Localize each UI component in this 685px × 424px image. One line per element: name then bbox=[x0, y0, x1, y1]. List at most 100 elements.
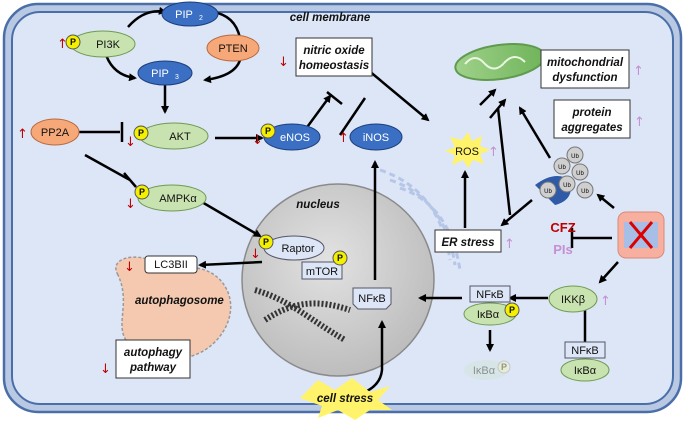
pi3k-up-arrow: ↑ bbox=[57, 37, 68, 52]
ikba-bottom-node[interactable] bbox=[560, 358, 610, 382]
raptor-down-arrow: ↓ bbox=[250, 247, 261, 262]
autophagy-down-arrow: ↓ bbox=[100, 362, 111, 377]
mtor-node[interactable] bbox=[301, 261, 343, 280]
er-up-arrow: ↑ bbox=[504, 237, 515, 252]
inos-label: iNOS bbox=[363, 132, 389, 144]
dna-helix-icon bbox=[254, 287, 351, 343]
ub-label: Ub bbox=[576, 171, 584, 177]
mito-line1: mitochondrial bbox=[547, 57, 624, 69]
pp2a-up-arrow: ↑ bbox=[17, 127, 28, 142]
autophagy-line1: autophagy bbox=[124, 347, 183, 359]
ub-label: Ub bbox=[558, 165, 566, 171]
ikkb-label: IKKβ bbox=[561, 294, 585, 306]
proteasome-icon bbox=[617, 211, 665, 259]
protein-line2: aggregates bbox=[561, 122, 622, 134]
raptor-label: Raptor bbox=[281, 243, 314, 255]
pip2-label: PIP bbox=[175, 9, 193, 21]
nfkb-complex-node[interactable] bbox=[469, 285, 511, 303]
ubiquitin-chain: Ub Ub Ub Ub Ub Ub bbox=[535, 146, 594, 205]
cell-stress-burst[interactable] bbox=[300, 378, 392, 420]
p-label: P bbox=[70, 37, 76, 47]
er-stress-label: ER stress bbox=[441, 237, 494, 249]
p-label: P bbox=[138, 128, 144, 138]
inos-node[interactable] bbox=[349, 123, 403, 151]
akt-down-arrow: ↓ bbox=[125, 135, 136, 150]
autophagosome-label: autophagosome bbox=[135, 295, 224, 307]
ub-label: Ub bbox=[563, 183, 571, 189]
p-label: P bbox=[337, 253, 343, 263]
pp2a-node[interactable] bbox=[30, 118, 80, 146]
mtor-label: mTOR bbox=[306, 266, 338, 278]
mito-line2: dysfunction bbox=[552, 72, 617, 84]
cfz-label: CFZ bbox=[550, 220, 575, 235]
ub-label: Ub bbox=[544, 189, 552, 195]
nitric-oxide-line1: nitric oxide bbox=[303, 45, 365, 57]
akt-label: AKT bbox=[169, 131, 191, 143]
nucleus-label: nucleus bbox=[296, 199, 339, 211]
p-label: P bbox=[139, 187, 145, 197]
pip3-sub: 3 bbox=[175, 74, 179, 81]
pis-label: PIs bbox=[553, 242, 573, 257]
pip2-node[interactable] bbox=[161, 1, 219, 27]
nitric-oxide-box bbox=[295, 37, 373, 77]
nfkb-complex-label: NFκB bbox=[476, 289, 504, 301]
mito-up-arrow: ↑ bbox=[633, 64, 644, 79]
nfkb-nuclear-node[interactable] bbox=[352, 287, 392, 310]
nitric-oxide-line2: homeostasis bbox=[299, 60, 369, 72]
lc3bii-down-arrow: ↓ bbox=[124, 260, 135, 275]
phospho-badge bbox=[504, 302, 520, 318]
autophagy-line2: pathway bbox=[129, 362, 177, 374]
ikba-bottom-label: IκBα bbox=[574, 365, 597, 377]
er-stress-box bbox=[434, 229, 502, 253]
lc3bii-label: LC3BII bbox=[154, 259, 188, 271]
p-label: P bbox=[501, 362, 507, 372]
phospho-badge bbox=[65, 34, 81, 50]
pi3k-label: PI3K bbox=[96, 39, 121, 51]
nfkb-bottom-label: NFκB bbox=[571, 345, 599, 357]
mito-dysfunction-box bbox=[540, 49, 630, 89]
enos-label: eNOS bbox=[280, 132, 310, 144]
phospho-badge bbox=[497, 360, 511, 374]
nucleus bbox=[241, 183, 435, 377]
ikkb-up-arrow: ↑ bbox=[600, 294, 611, 309]
ampk-label: AMPKα bbox=[159, 193, 197, 205]
ub-label: Ub bbox=[571, 154, 579, 160]
pten-node[interactable] bbox=[206, 34, 260, 62]
ikba-degraded-label: IκBα bbox=[473, 365, 496, 377]
lc3bii-node[interactable] bbox=[144, 255, 198, 274]
ros-label: ROS bbox=[455, 146, 479, 158]
pp2a-label: PP2A bbox=[41, 127, 70, 139]
nitric-down-arrow: ↓ bbox=[278, 55, 289, 70]
ikba-complex-label: IκBα bbox=[477, 309, 500, 321]
inos-up-arrow: ↑ bbox=[338, 131, 349, 146]
phospho-badge bbox=[332, 250, 348, 266]
p-label: P bbox=[265, 126, 271, 136]
phospho-badge bbox=[133, 125, 149, 141]
autophagy-pathway-box bbox=[115, 339, 191, 379]
ros-up-arrow: ↑ bbox=[488, 145, 499, 160]
protein-up-arrow: ↑ bbox=[634, 115, 645, 130]
ikkb-node[interactable] bbox=[548, 285, 598, 313]
nfkb-nuclear-label: NFκB bbox=[358, 293, 386, 305]
protein-aggregates-box bbox=[553, 99, 631, 139]
phospho-badge bbox=[258, 234, 274, 250]
cell-stress-label: cell stress bbox=[317, 393, 373, 405]
p-label: P bbox=[509, 305, 515, 315]
ub-label: Ub bbox=[581, 189, 589, 195]
nfkb-bottom-node[interactable] bbox=[564, 341, 606, 359]
autophagosome bbox=[115, 256, 232, 361]
cell-membrane-label: cell membrane bbox=[290, 12, 371, 24]
pip2-sub: 2 bbox=[199, 15, 203, 22]
protein-line1: protein bbox=[572, 107, 612, 119]
phospho-badge bbox=[134, 184, 150, 200]
phospho-badge bbox=[260, 123, 276, 139]
p-label: P bbox=[263, 237, 269, 247]
pip3-label: PIP bbox=[151, 68, 169, 80]
connectors bbox=[75, 6, 619, 400]
ampk-down-arrow: ↓ bbox=[125, 197, 136, 212]
ros-burst[interactable] bbox=[445, 132, 490, 168]
ikba-degraded-node bbox=[464, 360, 508, 380]
pip3-node[interactable] bbox=[137, 60, 193, 86]
enos-down-arrow: ↓ bbox=[252, 133, 263, 148]
